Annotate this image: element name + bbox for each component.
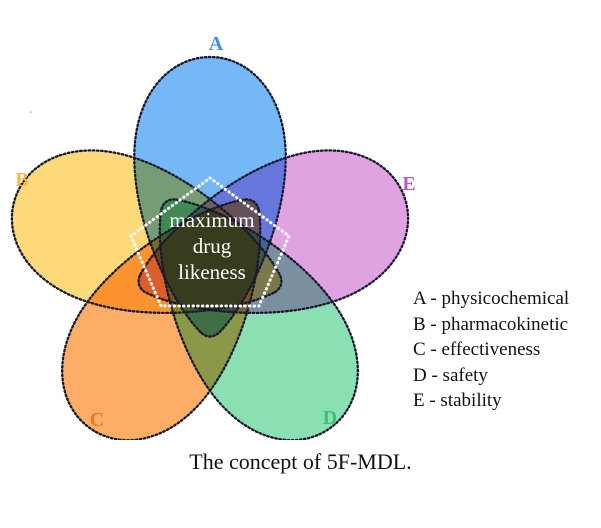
set-label-b: B [15,169,28,191]
legend-item-d: D - safety [413,364,488,386]
petal-outline-group [10,55,410,440]
legend-item-b: B - pharmacokinetic [413,313,569,335]
set-label-e: E [402,173,415,195]
petal-outline-c [61,198,262,440]
set-label-c: C [90,409,104,431]
figure-caption: The concept of 5F-MDL. [189,449,412,474]
petal-outline-a [133,55,287,338]
venn-diagram: maximum drug likeness A B C D E [10,33,416,440]
set-label-group: A B C D E [15,33,415,431]
legend-item-c: C - effectiveness [413,339,541,360]
stray-dot [30,111,32,113]
legend-item-e: E - stability [413,390,502,411]
petal-outline-d [158,198,359,440]
center-label-line-1: maximum [169,208,254,232]
center-label-line-3: likeness [178,260,246,284]
set-label-d: D [323,407,337,429]
petal-outline-b [10,149,283,314]
maximum-drug-likeness-pentagon [129,176,291,308]
set-label-a: A [209,33,224,55]
legend: A - physicochemical B - pharmacokinetic … [413,286,569,414]
center-label-line-2: drug [193,234,232,258]
legend-item-a: A - physicochemical [413,288,570,309]
